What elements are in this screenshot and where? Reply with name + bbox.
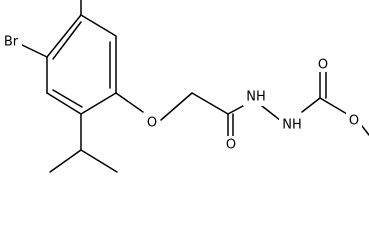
- svg-text:O: O: [226, 138, 236, 153]
- benzene-ring: [46, 14, 117, 115]
- atom-nh1-label: NH: [243, 88, 269, 106]
- atom-o-carbonyl1-label: O: [223, 136, 239, 153]
- ether-chain: [115, 92, 229, 121]
- svg-text:O: O: [318, 58, 328, 73]
- atom-o-ether-label: O: [144, 114, 160, 131]
- svg-text:Br: Br: [4, 35, 19, 50]
- hydrazide-bonds: [227, 97, 321, 125]
- atom-br-label: Br: [0, 32, 22, 50]
- svg-text:NH: NH: [282, 118, 302, 133]
- bromo-bond: [19, 43, 48, 58]
- svg-text:NH: NH: [246, 90, 266, 105]
- structure-diagram: Br O O NH NH O O: [0, 0, 369, 173]
- carbamate: [319, 69, 369, 136]
- svg-text:O: O: [147, 116, 157, 131]
- atom-o-carbonyl2-label: O: [315, 56, 331, 73]
- molecule-canvas: Br O O NH NH O O: [0, 0, 369, 173]
- atom-nh2-label: NH: [279, 116, 305, 134]
- atom-o-ester-label: O: [346, 112, 362, 129]
- svg-text:O: O: [349, 114, 359, 129]
- carbonyl-1: [227, 113, 234, 141]
- isopropyl-group: [49, 113, 118, 173]
